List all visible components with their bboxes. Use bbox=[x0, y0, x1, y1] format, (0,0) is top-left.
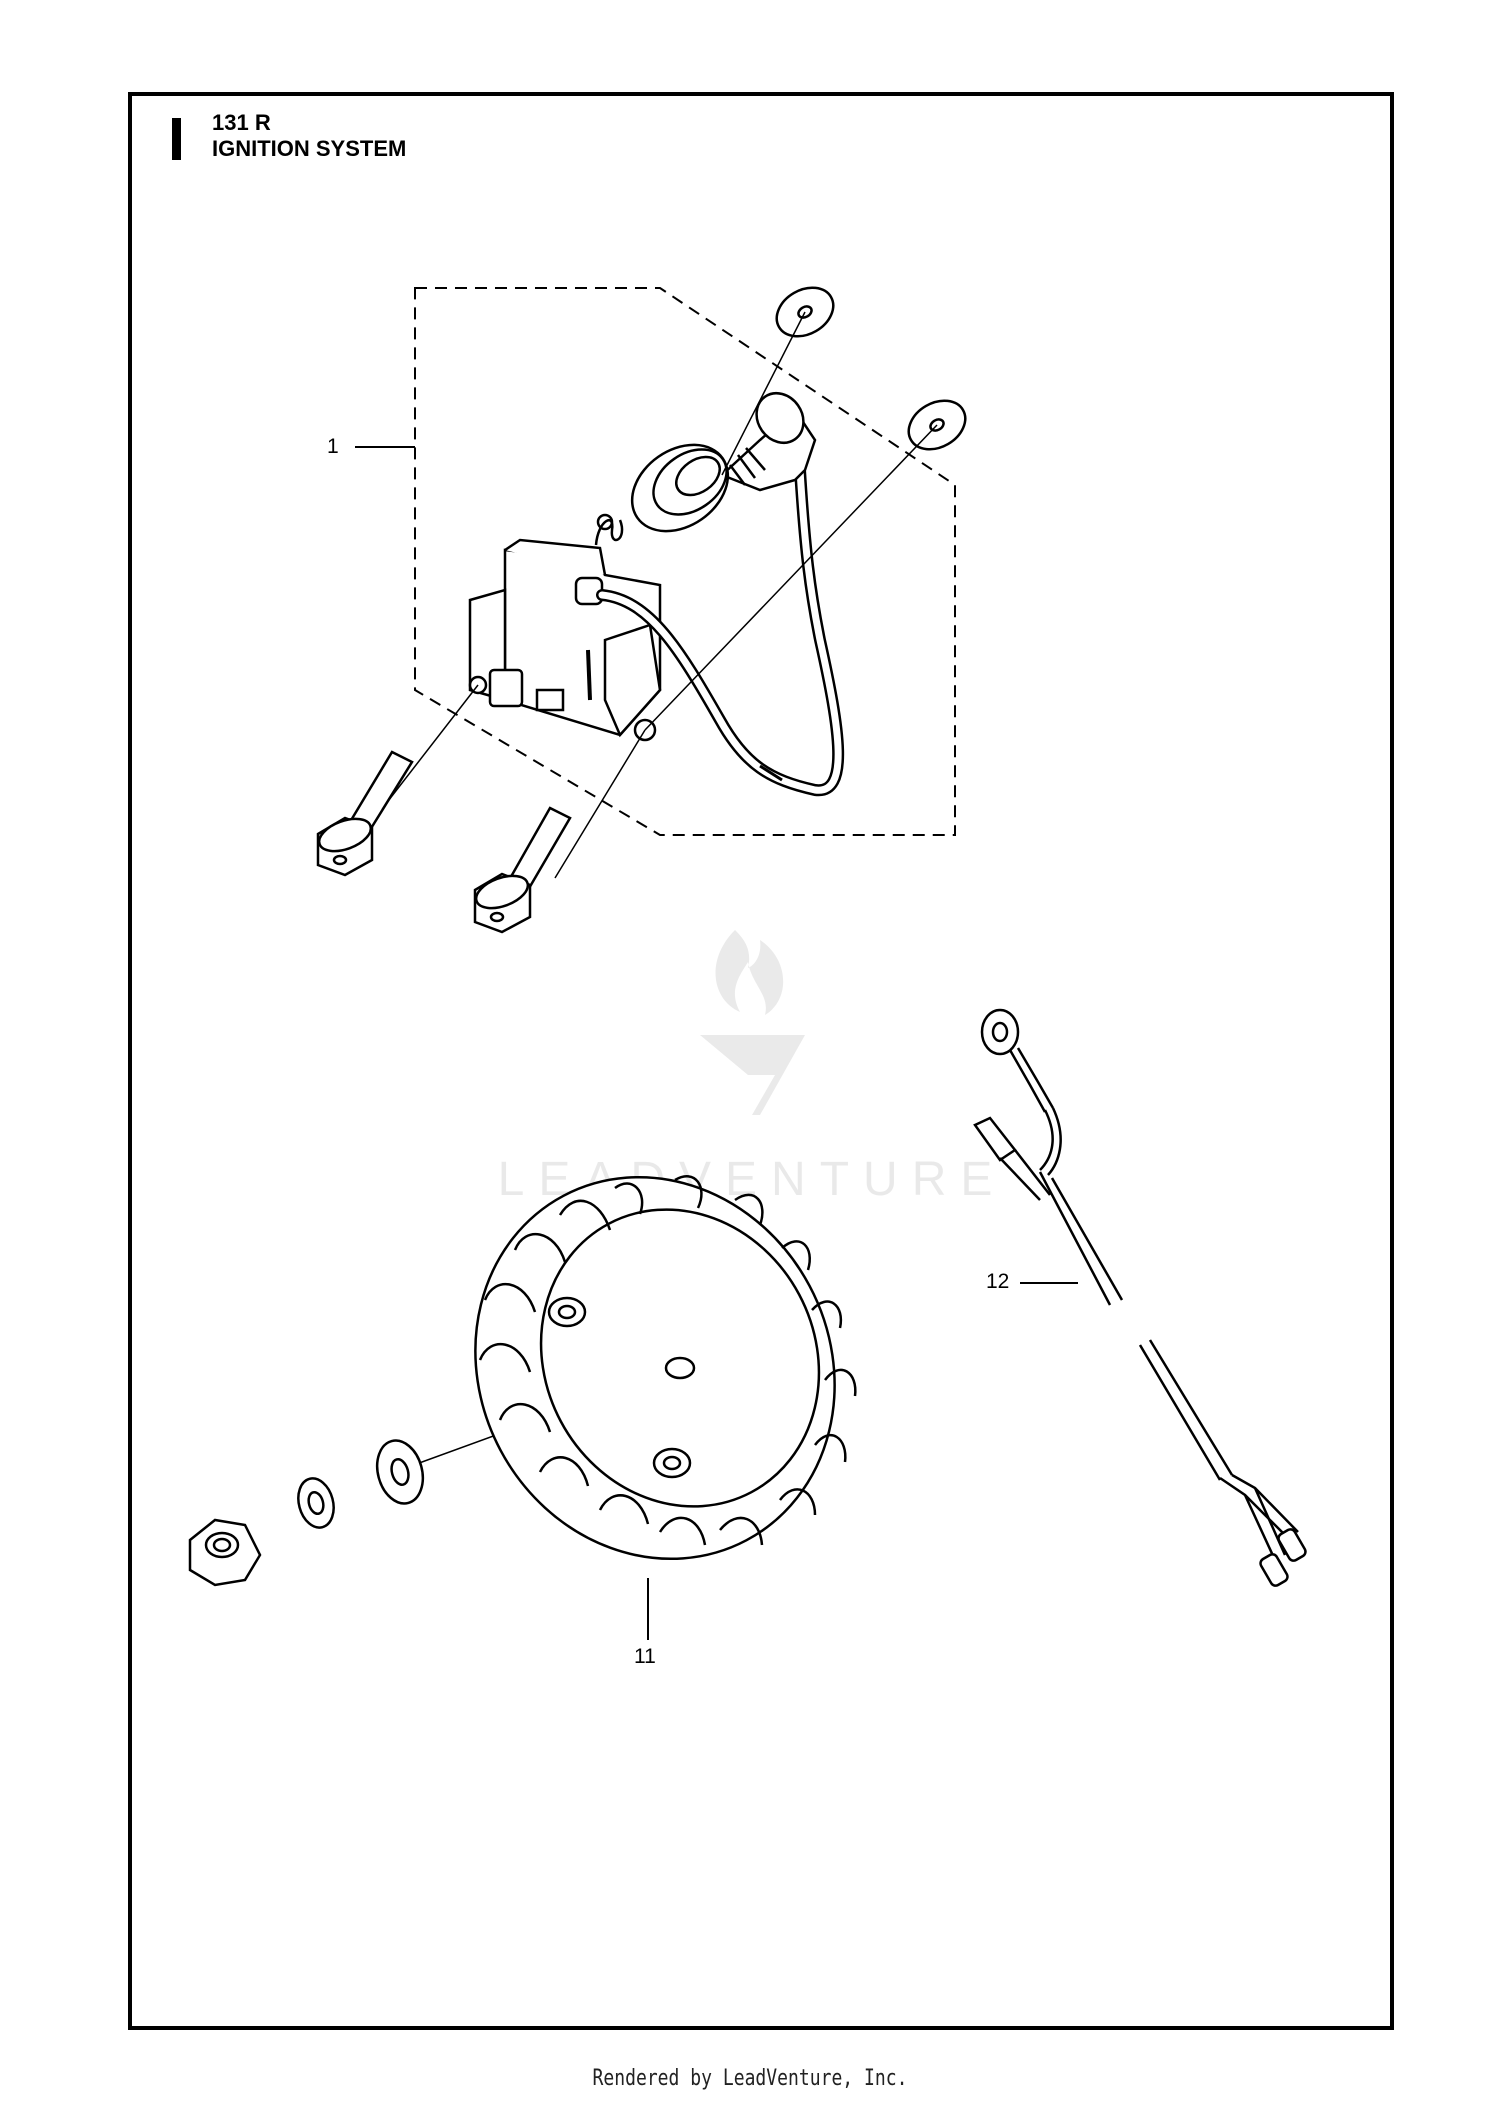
callout-item-12: 12 bbox=[986, 1270, 1010, 1293]
spark-plug-boot-part bbox=[719, 391, 817, 492]
leadventure-watermark: LEADVENTURE bbox=[498, 930, 992, 1206]
assembly-boundary bbox=[414, 287, 956, 836]
page-title: 131 R IGNITION SYSTEM bbox=[212, 110, 406, 162]
section-name: IGNITION SYSTEM bbox=[212, 136, 407, 161]
ignition-module-part bbox=[468, 513, 662, 742]
screw-part bbox=[316, 750, 572, 934]
wire-harness-part bbox=[973, 1008, 1307, 1587]
flywheel-part bbox=[474, 1175, 857, 1561]
lock-washer-part bbox=[297, 1477, 335, 1529]
diagram-frame bbox=[128, 92, 1394, 2030]
model-name: 131 R bbox=[212, 110, 271, 135]
callout-item-11: 11 bbox=[634, 1645, 656, 1668]
callout-item-1: 1 bbox=[327, 435, 339, 458]
grommet-part bbox=[630, 443, 730, 533]
flywheel-nut-part bbox=[188, 1518, 262, 1587]
title-marker-bar bbox=[172, 118, 181, 160]
leader-lines bbox=[355, 446, 1078, 1640]
flat-washer-part bbox=[375, 1439, 425, 1505]
footer-credit: Rendered by LeadVenture, Inc. bbox=[592, 2066, 908, 2091]
